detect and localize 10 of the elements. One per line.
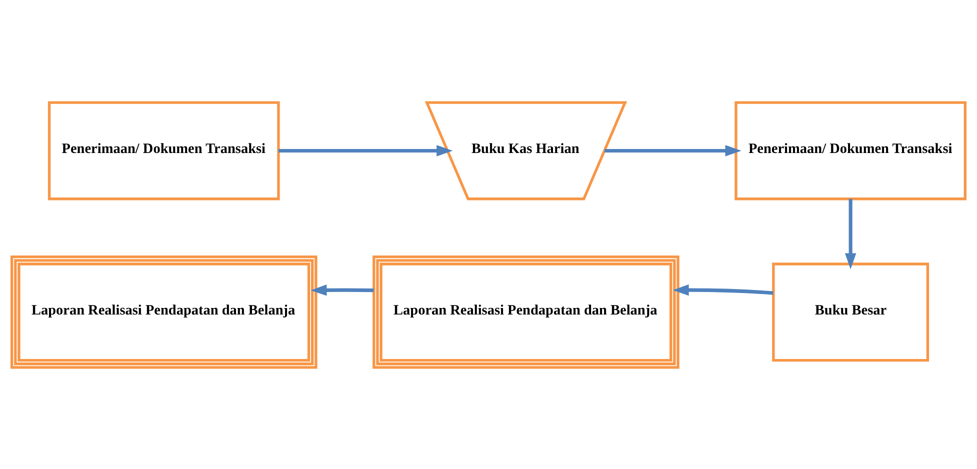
- node-box: Laporan Realisasi Pendapatan dan Belanja: [372, 255, 680, 368]
- node-box: Penerimaan/ Dokumen Transaksi: [734, 100, 966, 200]
- arrow: [310, 284, 374, 296]
- node-box: Buku Besar: [772, 262, 930, 362]
- arrow: [278, 144, 453, 156]
- node-box: Laporan Realisasi Pendapatan dan Belanja: [10, 255, 318, 368]
- node-box: Penerimaan/ Dokumen Transaksi: [48, 100, 280, 200]
- arrow: [672, 284, 774, 296]
- arrow: [604, 144, 742, 156]
- arrow: [844, 198, 856, 269]
